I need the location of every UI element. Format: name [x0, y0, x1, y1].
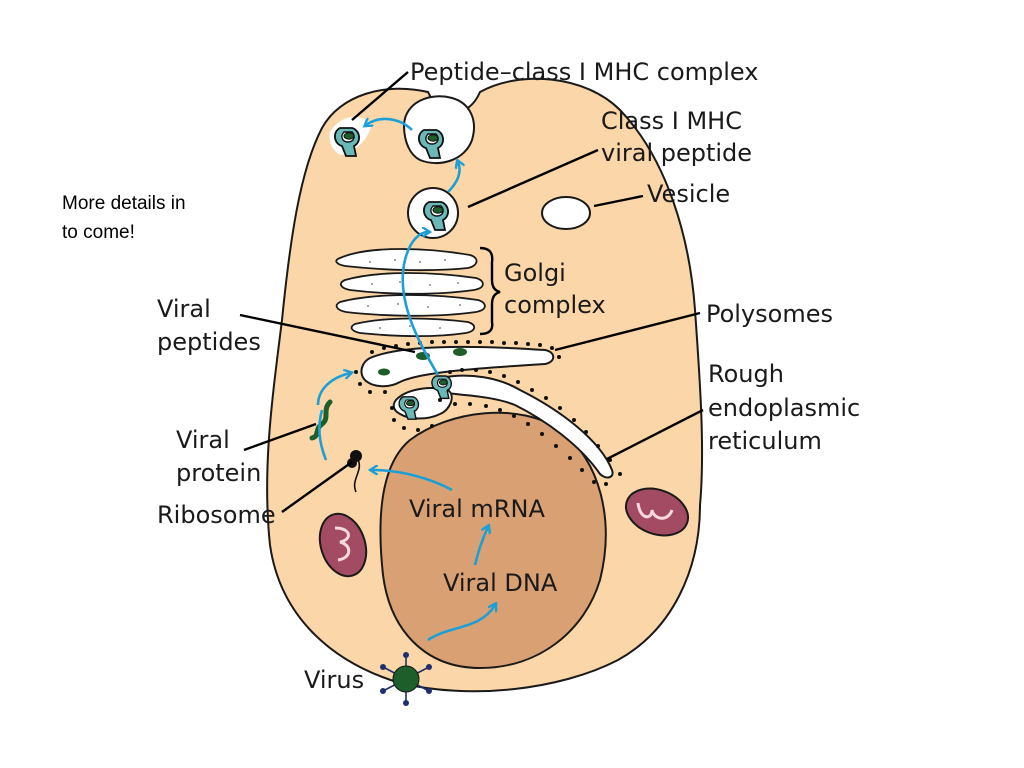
- leader-lines: [239, 71, 704, 513]
- label-class-i-mhc: Class I MHC: [601, 107, 742, 135]
- viral-peptide-3: [378, 368, 390, 376]
- label-endoplasmic: endoplasmic: [708, 394, 860, 422]
- flow-arrows: [316, 119, 495, 642]
- note-line-1: More details in: [62, 193, 186, 214]
- label-vesicle: Vesicle: [647, 180, 730, 208]
- label-viral-mrna: Viral mRNA: [409, 495, 545, 523]
- label-golgi: Golgi: [504, 259, 566, 287]
- label-viral-peptides-1: Viral: [157, 295, 211, 323]
- mitochondrion-right: [625, 487, 689, 537]
- label-peptide-class-i-mhc-complex: Peptide–class I MHC complex: [410, 58, 758, 86]
- label-viral-protein-2: protein: [176, 459, 261, 487]
- viral-protein: [309, 399, 333, 441]
- virus: [380, 652, 432, 706]
- label-ribosome: Ribosome: [157, 501, 276, 529]
- label-viral-protein-1: Viral: [176, 426, 230, 454]
- label-virus: Virus: [304, 666, 364, 694]
- note-line-2: to come!: [62, 222, 135, 243]
- label-polysomes: Polysomes: [706, 300, 833, 328]
- nucleus: [379, 411, 607, 670]
- label-reticulum: reticulum: [708, 427, 822, 455]
- label-rough: Rough: [708, 360, 784, 388]
- viral-peptide-2: [453, 348, 467, 356]
- mitochondrion-left: [318, 512, 368, 578]
- vesicle: [541, 196, 591, 230]
- label-viral-peptide: viral peptide: [601, 139, 752, 167]
- label-golgi-complex: complex: [504, 291, 606, 319]
- label-viral-peptides-2: peptides: [157, 328, 261, 356]
- label-viral-dna: Viral DNA: [443, 569, 558, 597]
- golgi-dots: [367, 259, 461, 329]
